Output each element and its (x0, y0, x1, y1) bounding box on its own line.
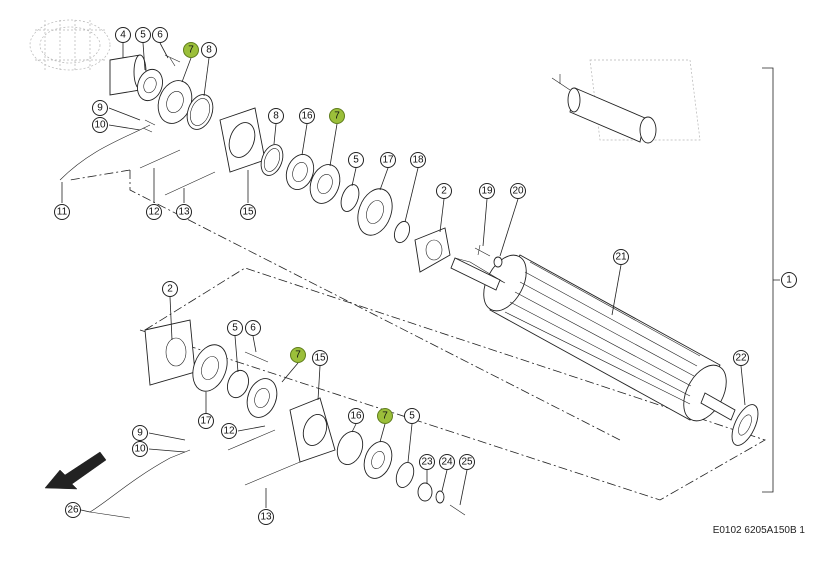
callout-15: 15 (240, 204, 256, 220)
callout-16: 16 (299, 108, 315, 124)
assembly-bracket (762, 67, 780, 493)
callout-7: 7 (290, 347, 306, 363)
callout-16: 16 (348, 408, 364, 424)
callout-11: 11 (54, 204, 70, 220)
svg-text:11: 11 (57, 207, 68, 218)
svg-text:6: 6 (157, 30, 163, 41)
clamp-ring (731, 404, 759, 446)
svg-text:22: 22 (735, 353, 747, 364)
svg-text:2: 2 (441, 186, 447, 197)
callout-22: 22 (733, 350, 749, 366)
ghost-drum-context (29, 19, 111, 71)
svg-text:4: 4 (120, 30, 126, 41)
svg-text:17: 17 (200, 416, 212, 427)
leader-lines (61, 42, 746, 513)
callout-9: 9 (132, 425, 148, 441)
callout-6: 6 (245, 320, 261, 336)
callout-12: 12 (221, 423, 237, 439)
axis-line-upper (69, 169, 621, 441)
svg-text:15: 15 (314, 353, 326, 364)
svg-text:23: 23 (421, 457, 433, 468)
svg-text:21: 21 (615, 252, 627, 263)
callout-13: 13 (176, 204, 192, 220)
svg-text:5: 5 (140, 30, 146, 41)
upper-parts (59, 54, 503, 273)
callout-7: 7 (329, 108, 345, 124)
callout-5: 5 (404, 408, 420, 424)
callout-10: 10 (132, 441, 148, 457)
svg-text:25: 25 (461, 457, 473, 468)
callout-18: 18 (410, 152, 426, 168)
svg-text:19: 19 (481, 186, 493, 197)
callout-2: 2 (436, 183, 452, 199)
svg-text:12: 12 (223, 426, 235, 437)
direction-arrow (44, 451, 107, 490)
callout-23: 23 (419, 454, 435, 470)
svg-text:13: 13 (260, 512, 272, 523)
callout-20: 20 (510, 183, 526, 199)
assembly-thumbnail (551, 59, 701, 144)
callout-26: 26 (65, 502, 81, 518)
svg-text:9: 9 (97, 103, 103, 114)
callout-25: 25 (459, 454, 475, 470)
callout-6: 6 (152, 27, 168, 43)
knurled-roller (450, 254, 736, 422)
svg-text:16: 16 (301, 111, 313, 122)
callout-15: 15 (312, 350, 328, 366)
svg-text:20: 20 (512, 186, 524, 197)
callout-7: 7 (377, 408, 393, 424)
callout-1: 1 (781, 272, 797, 288)
svg-text:5: 5 (232, 323, 238, 334)
callout-17: 17 (198, 413, 214, 429)
callout-21: 21 (613, 249, 629, 265)
callout-19: 19 (479, 183, 495, 199)
svg-text:15: 15 (242, 207, 254, 218)
callout-24: 24 (439, 454, 455, 470)
callout-17: 17 (380, 152, 396, 168)
svg-text:17: 17 (382, 155, 394, 166)
callout-5: 5 (227, 320, 243, 336)
svg-text:8: 8 (273, 111, 279, 122)
svg-text:5: 5 (409, 411, 415, 422)
svg-text:12: 12 (148, 207, 160, 218)
callout-5: 5 (348, 152, 364, 168)
svg-text:1: 1 (786, 275, 792, 286)
svg-text:10: 10 (134, 444, 146, 455)
svg-text:18: 18 (412, 155, 424, 166)
callout-9: 9 (92, 100, 108, 116)
callout-7: 7 (183, 42, 199, 58)
callout-13: 13 (258, 509, 274, 525)
document-reference: E0102 6205A150B 1 (712, 525, 805, 536)
svg-text:7: 7 (188, 45, 194, 56)
axis-line-lower (139, 267, 766, 501)
svg-text:26: 26 (67, 505, 79, 516)
svg-text:6: 6 (250, 323, 256, 334)
svg-text:5: 5 (353, 155, 359, 166)
svg-text:2: 2 (167, 284, 173, 295)
callout-4: 4 (115, 27, 131, 43)
svg-text:9: 9 (137, 428, 143, 439)
svg-text:8: 8 (206, 45, 212, 56)
callout-8: 8 (201, 42, 217, 58)
callout-10: 10 (92, 117, 108, 133)
svg-text:7: 7 (334, 111, 340, 122)
svg-text:13: 13 (178, 207, 190, 218)
lower-parts (89, 319, 466, 519)
svg-text:24: 24 (441, 457, 453, 468)
callout-2: 2 (162, 281, 178, 297)
svg-text:7: 7 (295, 350, 301, 361)
svg-text:10: 10 (94, 120, 106, 131)
callout-8: 8 (268, 108, 284, 124)
svg-text:16: 16 (350, 411, 362, 422)
callout-12: 12 (146, 204, 162, 220)
callout-5: 5 (135, 27, 151, 43)
svg-text:7: 7 (382, 411, 388, 422)
